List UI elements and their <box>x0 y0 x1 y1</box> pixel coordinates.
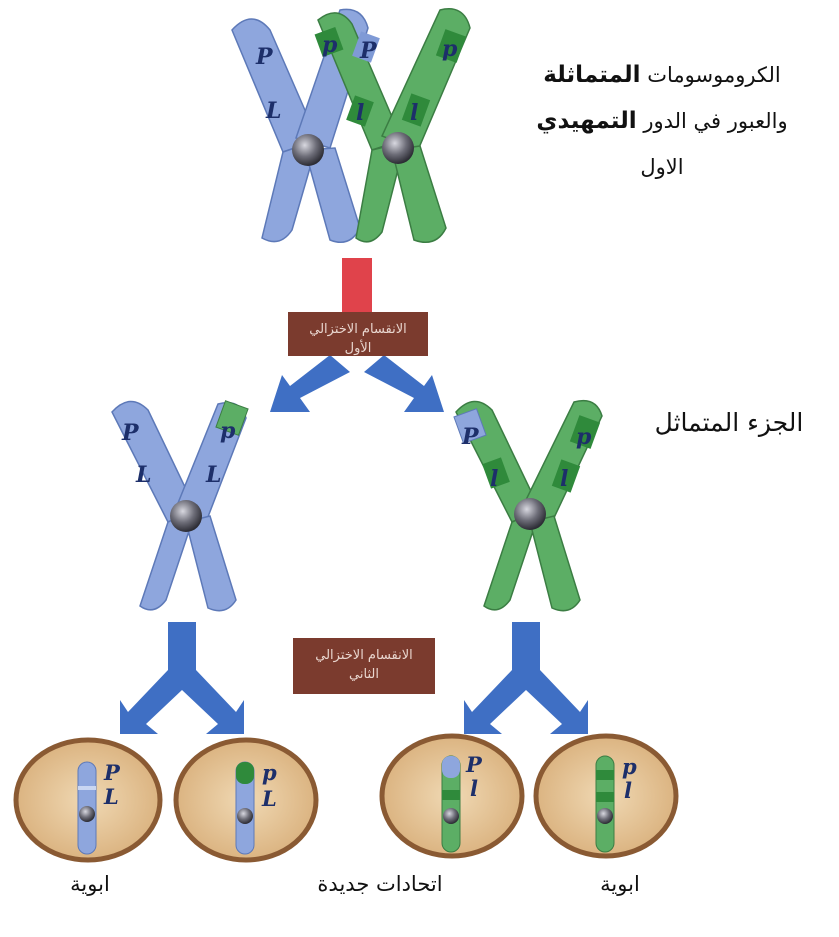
title-line2-prefix: والعبور في الدور <box>643 109 787 133</box>
centromere <box>170 500 202 532</box>
gene-letter-P: P <box>121 420 140 446</box>
division2-line2: الثاني <box>293 665 435 684</box>
division2-label-box: الانقسام الاختزالي الثاني <box>293 638 435 694</box>
division1-label-box: الانقسام الاختزالي الأول <box>288 312 428 356</box>
title-line-1: الكروموسومات المتماثلة <box>507 52 817 98</box>
division2-arrows-left <box>120 622 244 734</box>
division2-arrows-right <box>464 622 588 734</box>
chromosome-right-middle: P l p l <box>454 401 602 611</box>
title-line1-prefix: الكروموسومات <box>647 63 781 87</box>
gene-letter-l: l <box>410 100 418 126</box>
gene-letter-L: L <box>205 462 221 488</box>
gene-letter-l: l <box>470 776 478 801</box>
division1-line1: الانقسام الاختزالي <box>288 320 428 339</box>
bottom-label-recombinant: اتحادات جديدة <box>270 872 490 896</box>
division1-arrows <box>270 355 444 412</box>
gene-letter-p: p <box>442 36 458 62</box>
centromere <box>382 132 414 164</box>
gene-letter-l: l <box>490 466 498 492</box>
diagram-title: الكروموسومات المتماثلة والعبور في الدور … <box>507 52 817 190</box>
gene-letter-p: p <box>262 760 277 785</box>
gamete-cell-2: p L <box>176 740 316 860</box>
gamete-cell-3: P l <box>382 736 522 856</box>
gene-letter-p: p <box>220 418 236 444</box>
gamete-cell-1: P L <box>16 740 160 860</box>
gene-letter-L: L <box>265 98 281 124</box>
gene-letter-P: P <box>103 760 121 785</box>
gene-letter-P: P <box>465 752 483 777</box>
title-line2-bold: التمهيدي <box>536 108 636 134</box>
gene-letter-l: l <box>356 100 364 126</box>
title-line-3: الاول <box>507 144 817 190</box>
gamete-cell-4: p l <box>536 736 676 856</box>
gene-letter-l: l <box>560 466 568 492</box>
title-line-2: والعبور في الدور التمهيدي <box>507 98 817 144</box>
gene-letter-P: P <box>359 38 378 64</box>
division1-line2: الأول <box>288 339 428 358</box>
division2-line1: الانقسام الاختزالي <box>293 646 435 665</box>
gene-letter-L: L <box>103 784 119 809</box>
similar-part-label: الجزء المتماثل <box>629 408 829 437</box>
gene-letter-L: L <box>261 786 277 811</box>
title-line1-bold: المتماثلة <box>543 62 640 88</box>
gene-letter-P: P <box>255 44 274 70</box>
chromosome-left-middle: P L p L <box>112 401 248 611</box>
gene-letter-P: P <box>461 424 480 450</box>
bottom-label-parental-right: ابوية <box>560 872 680 896</box>
red-arrow-stem <box>342 258 372 312</box>
gene-letter-p: p <box>576 424 592 450</box>
gene-letter-p: p <box>622 754 637 779</box>
gene-letter-L: L <box>135 462 151 488</box>
homologous-pair-crossing-over: P L p P l p l <box>232 9 470 242</box>
bottom-label-parental-left: ابوية <box>30 872 150 896</box>
gene-letter-l: l <box>624 778 632 803</box>
centromere <box>292 134 324 166</box>
centromere <box>514 498 546 530</box>
gene-letter-p: p <box>322 32 338 58</box>
